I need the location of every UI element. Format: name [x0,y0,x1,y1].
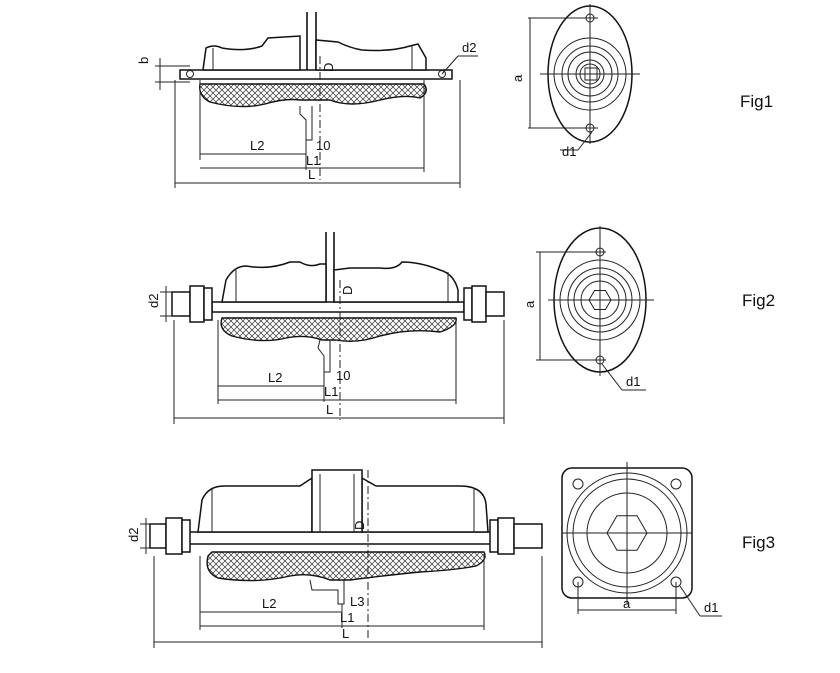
fig1-label: Fig1 [740,92,773,111]
fig2-l1-label: L1 [324,384,338,399]
fig3-d1-label: d1 [704,600,718,615]
fig2-d2-label: d2 [146,294,161,308]
fig2-d1-label: d1 [626,374,640,389]
fig1-end-view [528,4,640,151]
fig1-side-view [155,12,478,188]
fig1-d2-label: d2 [462,40,476,55]
fig1-d1-label: d1 [562,144,576,159]
fig3-end-view [561,462,722,617]
fig2-l2-label: L2 [268,370,282,385]
fig3-side-view [140,469,543,648]
fig1-l2-label: L2 [250,138,264,153]
fig2-side-view [160,232,505,424]
fig2-l-label: L [326,402,333,417]
fig1-10-label: 10 [316,138,330,153]
fig3-d2-label: d2 [126,528,141,542]
fig2-label: Fig2 [742,291,775,310]
fig3-l1-label: L1 [340,610,354,625]
fig2-a-label: a [522,300,537,308]
fig3-l-label: L [342,626,349,641]
fig1-l-label: L [308,167,315,182]
fig2-d-label: D [340,286,355,295]
fig3-l3-label: L3 [350,594,364,609]
fig1-d-label: D [321,63,336,72]
fig3-a-label: a [623,596,631,611]
fig1-b-label: b [136,57,151,64]
fig2-10-label: 10 [336,368,350,383]
fig2-end-view [536,226,654,391]
fig3-label: Fig3 [742,533,775,552]
fig3-d-label: D [352,521,367,530]
fig3-l2-label: L2 [262,596,276,611]
fig1-a-label: a [510,74,525,82]
fig1-l1-label: L1 [306,153,320,168]
